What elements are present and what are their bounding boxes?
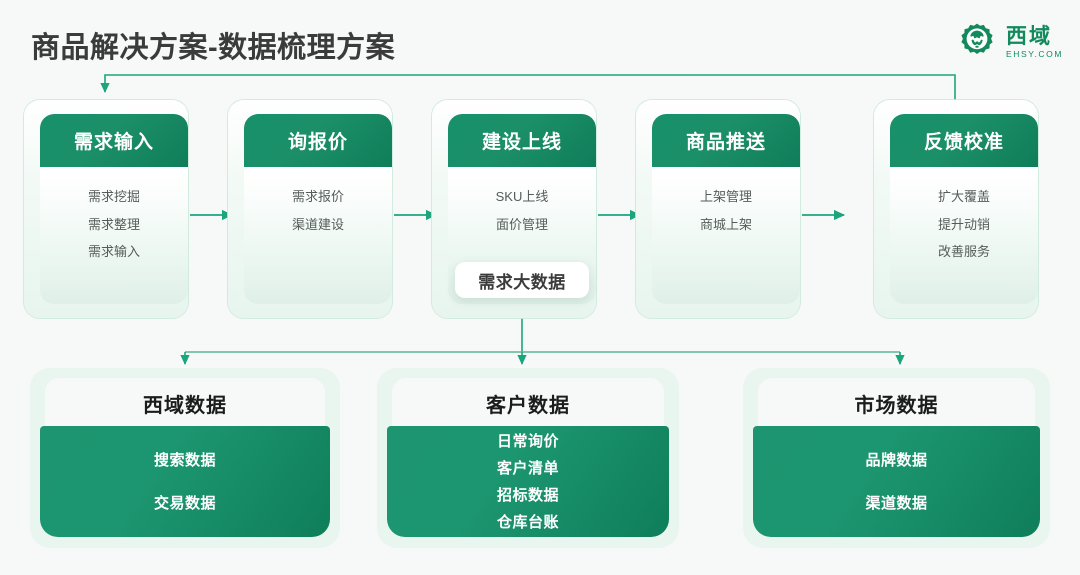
list-item: 交易数据	[153, 494, 216, 512]
list-item: 招标数据	[496, 486, 559, 504]
flow-card-2-inner: 询报价 需求报价 渠道建设	[244, 114, 392, 304]
list-item: 品牌数据	[865, 451, 928, 469]
flow-card-5-inner: 反馈校准 扩大覆盖 提升动销 改善服务	[890, 114, 1038, 304]
data-panel-3-items: 品牌数据 渠道数据	[753, 426, 1040, 537]
flow-card-5[interactable]: 反馈校准 扩大覆盖 提升动销 改善服务	[874, 100, 1038, 318]
flow-card-1-items: 需求挖掘 需求整理 需求输入	[40, 167, 188, 262]
flow-card-1-inner: 需求输入 需求挖掘 需求整理 需求输入	[40, 114, 188, 304]
list-item: 上架管理	[699, 189, 752, 204]
data-panel-1[interactable]: 西域数据 搜索数据 交易数据	[30, 368, 340, 548]
flow-card-1[interactable]: 需求输入 需求挖掘 需求整理 需求输入	[24, 100, 188, 318]
list-item: 渠道数据	[865, 494, 928, 512]
logo-wordmark: 西域 EHSY.COM	[1006, 26, 1063, 59]
list-item: 商城上架	[699, 216, 752, 232]
data-panel-1-title: 西域数据	[45, 378, 325, 428]
list-item: 仓库台账	[496, 513, 559, 531]
flow-card-2[interactable]: 询报价 需求报价 渠道建设	[228, 100, 392, 318]
list-item: 扩大覆盖	[937, 189, 990, 204]
flow-card-4-title: 商品推送	[652, 114, 800, 167]
list-item: 搜索数据	[153, 451, 216, 469]
flow-card-5-title: 反馈校准	[890, 114, 1038, 167]
flow-card-4[interactable]: 商品推送 上架管理 商城上架	[636, 100, 800, 318]
flow-card-2-items: 需求报价 渠道建设	[244, 167, 392, 234]
big-data-badge[interactable]: 需求大数据	[455, 262, 589, 298]
list-item: 需求整理	[87, 216, 140, 232]
list-item: 面价管理	[495, 216, 548, 232]
data-panel-3[interactable]: 市场数据 品牌数据 渠道数据	[743, 368, 1050, 548]
logo-text-cn: 西域	[1006, 24, 1052, 48]
list-item: 需求报价	[291, 189, 344, 204]
flow-card-4-items: 上架管理 商城上架	[652, 167, 800, 234]
logo-text-en: EHSY.COM	[1006, 48, 1064, 59]
flow-card-1-title: 需求输入	[40, 114, 188, 167]
list-item: 客户清单	[496, 459, 559, 477]
page-title: 商品解决方案-数据梳理方案	[31, 32, 396, 64]
data-panel-1-items: 搜索数据 交易数据	[40, 426, 330, 537]
list-item: 需求挖掘	[87, 189, 140, 204]
flow-card-3-title: 建设上线	[448, 114, 596, 167]
flow-card-3-items: SKU上线 面价管理	[448, 167, 596, 234]
flow-card-4-inner: 商品推送 上架管理 商城上架	[652, 114, 800, 304]
list-item: 日常询价	[496, 432, 559, 450]
flow-card-5-items: 扩大覆盖 提升动销 改善服务	[890, 167, 1038, 262]
data-panel-2-items: 日常询价 客户清单 招标数据 仓库台账	[387, 426, 669, 537]
list-item: 提升动销	[937, 216, 990, 232]
flow-card-2-title: 询报价	[244, 114, 392, 167]
list-item: 需求输入	[87, 244, 140, 259]
list-item: 渠道建设	[291, 216, 344, 232]
data-panel-3-title: 市场数据	[758, 378, 1035, 428]
list-item: 改善服务	[937, 244, 990, 259]
brand-logo: 西域 EHSY.COM	[957, 22, 1063, 62]
data-panel-2[interactable]: 客户数据 日常询价 客户清单 招标数据 仓库台账	[377, 368, 679, 548]
data-panel-2-title: 客户数据	[392, 378, 664, 428]
gear-lion-logo-icon	[957, 22, 997, 62]
list-item: SKU上线	[495, 189, 549, 204]
